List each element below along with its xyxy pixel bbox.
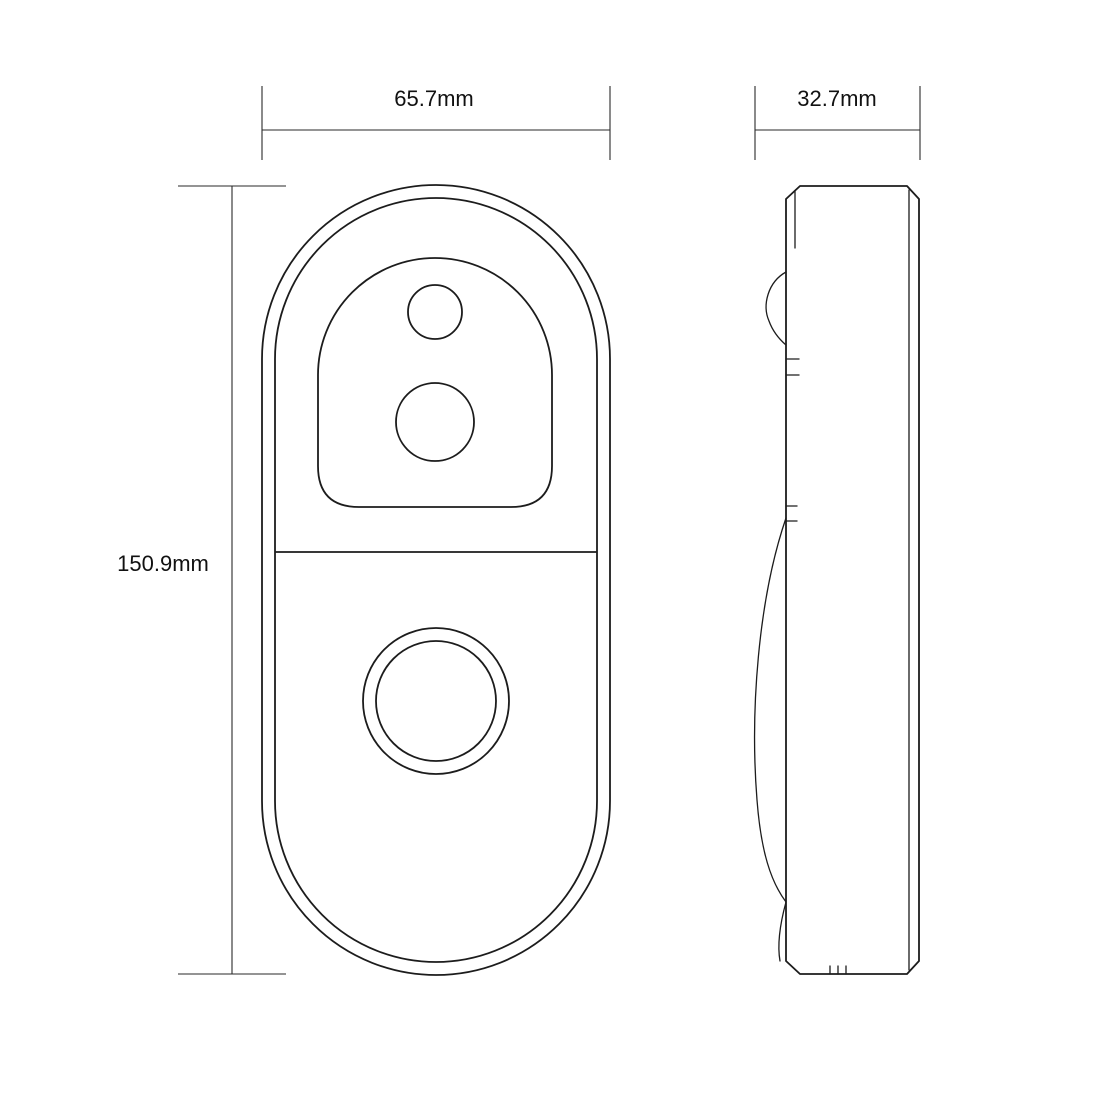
side-view — [753, 185, 920, 975]
camera-lens-circle — [395, 382, 475, 462]
front-face-curve-profile — [753, 517, 787, 903]
side-width-label: 32.7mm — [797, 86, 876, 111]
bottom-vent-slots — [829, 965, 847, 975]
front-width-dimension: 65.7mm — [261, 86, 611, 160]
side-width-dimension: 32.7mm — [754, 86, 921, 160]
front-inner-outline — [274, 197, 598, 963]
doorbell-button-outer-ring — [362, 627, 510, 775]
pir-sensor-circle — [407, 284, 463, 340]
front-outer-outline — [261, 184, 611, 976]
height-dimension: 150.9mm — [117, 185, 286, 975]
camera-panel-arch — [317, 257, 553, 508]
front-face-curve-lower — [778, 901, 787, 962]
front-width-label: 65.7mm — [394, 86, 473, 111]
height-label: 150.9mm — [117, 551, 209, 576]
pir-bump-profile — [765, 271, 787, 346]
side-body-outline — [785, 185, 920, 975]
doorbell-button-inner-ring — [375, 640, 497, 762]
front-view — [261, 184, 611, 976]
